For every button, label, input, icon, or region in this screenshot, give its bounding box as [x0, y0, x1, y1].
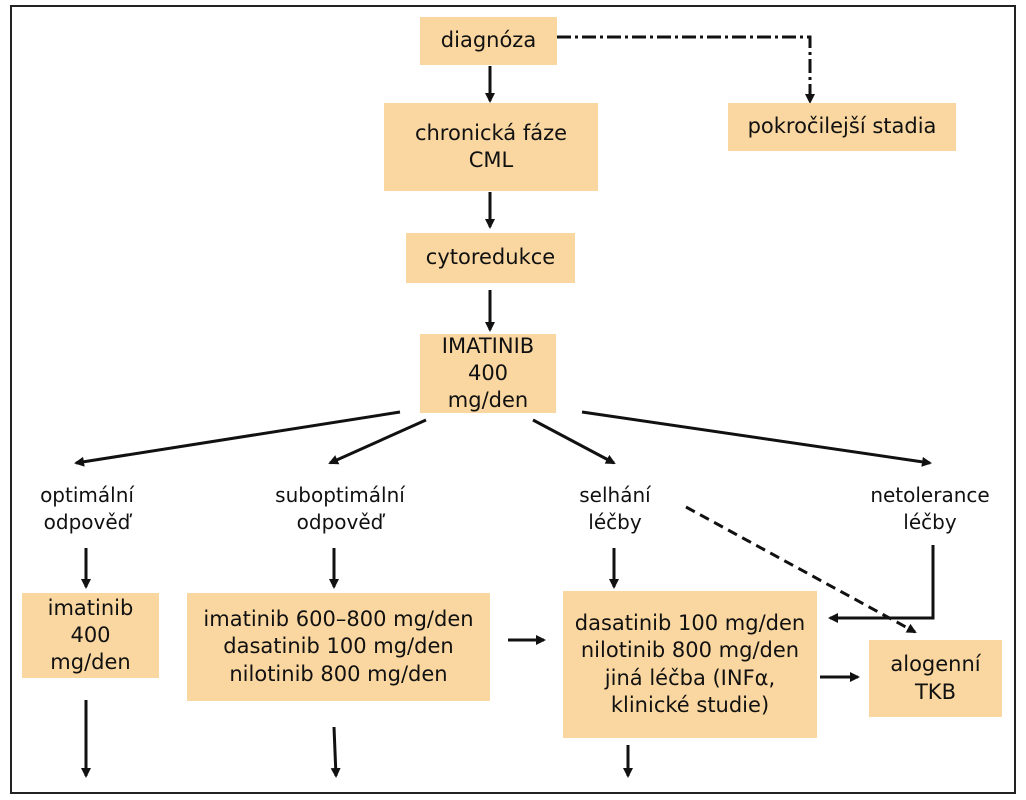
label-treatment-failure: selhání léčby	[579, 483, 651, 534]
node-imatinib-400: imatinib 400 mg/den	[22, 593, 159, 678]
node-imatinib-main: IMATINIB 400 mg/den	[420, 334, 556, 413]
label-treatment-intolerance: netolerance léčby	[870, 483, 990, 534]
node-allogeneic-transplant: alogenní TKB	[869, 640, 1002, 717]
arrow-bottom-2	[330, 726, 341, 778]
label-optimal-response: optimální odpověď	[40, 483, 134, 534]
arrow-to-intolerance	[581, 410, 932, 467]
node-failure-treatment: dasatinib 100 mg/den nilotinib 800 mg/de…	[563, 591, 817, 738]
node-cytoreduction: cytoredukce	[406, 233, 575, 283]
node-chronic-phase: chronická fáze CML	[384, 103, 598, 191]
arrow-intolerance-to-treatment	[828, 545, 935, 623]
node-suboptimal-treatment: imatinib 600–800 mg/den dasatinib 100 mg…	[187, 593, 490, 701]
node-diagnosis: diagnóza	[420, 17, 557, 65]
label-suboptimal-response: suboptimální odpověď	[275, 483, 405, 534]
arrow-to-optimal	[74, 410, 401, 467]
node-advanced-stages: pokročilejší stadia	[728, 103, 956, 151]
arrow-failure-to-transplant	[685, 505, 917, 634]
arrow-diagnosis-to-advanced	[557, 35, 815, 104]
arrow-to-suboptimal	[328, 418, 427, 465]
arrow-to-failure	[532, 418, 616, 465]
